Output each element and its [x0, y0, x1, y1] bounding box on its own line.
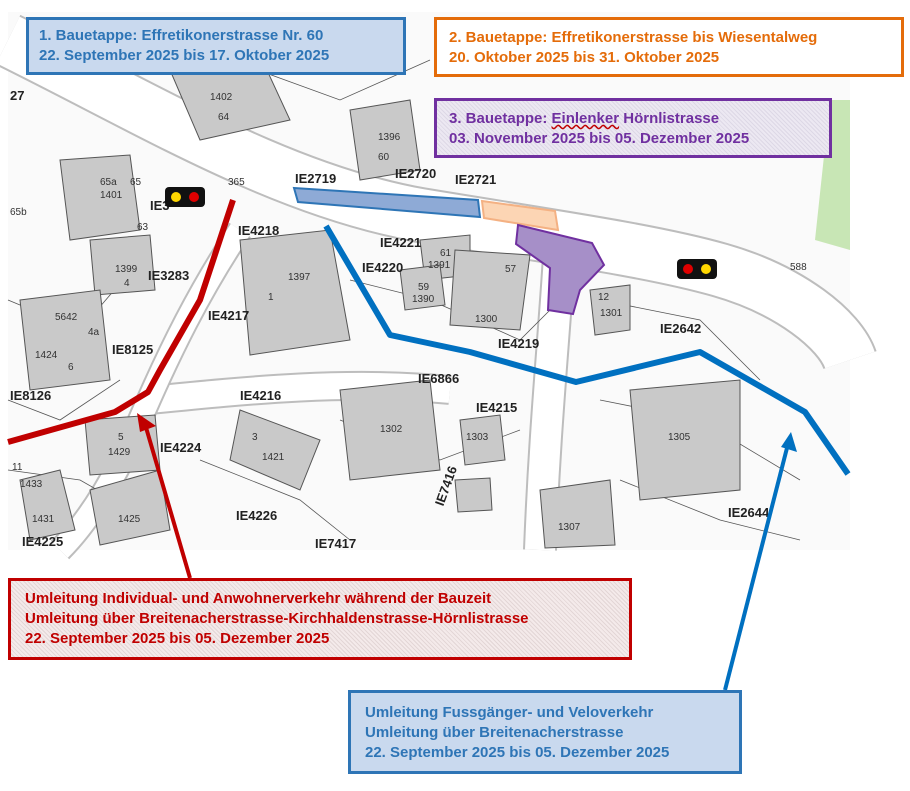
- label-11: 11: [12, 462, 23, 473]
- pedestrian-detour-arrowhead: [781, 432, 797, 452]
- pedestrian-detour-title: Umleitung Fussgänger- und Veloverkehr: [365, 704, 654, 721]
- label-1425: 1425: [118, 514, 141, 525]
- label-ie2644: IE2644: [728, 505, 770, 520]
- label-ie2720: IE2720: [395, 166, 436, 181]
- green-area: [815, 100, 850, 250]
- phase-1-label: 1. Bauetappe: Effretikonerstrasse Nr. 60…: [26, 17, 406, 75]
- label-ie4216: IE4216: [240, 388, 281, 403]
- label-4a: 4a: [88, 327, 100, 338]
- main-road-surface: [0, 16, 875, 371]
- vehicle-detour-title: Umleitung Individual- und Anwohnerverkeh…: [25, 590, 492, 607]
- label-588: 588: [790, 262, 807, 273]
- vehicle-detour-route: [7, 199, 236, 445]
- label-27: 27: [10, 88, 24, 103]
- phase-1-dates: 22. September 2025 bis 17. Oktober 2025: [39, 47, 330, 64]
- label-57: 57: [505, 264, 517, 275]
- label-ie4224: IE4224: [160, 440, 202, 455]
- phase-2-label: 2. Bauetappe: Effretikonerstrasse bis Wi…: [434, 17, 904, 77]
- label-60: 60: [378, 152, 390, 163]
- label-ie4217: IE4217: [208, 308, 249, 323]
- label-ie2721: IE2721: [455, 172, 496, 187]
- label-ie6866: IE6866: [418, 371, 459, 386]
- phase-1-area: [292, 186, 482, 219]
- label-1391: 1391: [428, 260, 451, 271]
- phase-2-title: 2. Bauetappe: Effretikonerstrasse bis Wi…: [449, 29, 818, 46]
- label-ie3283: IE3283: [148, 268, 189, 283]
- label-1429: 1429: [108, 447, 131, 458]
- label-1307: 1307: [558, 522, 581, 533]
- label-61: 61: [440, 248, 452, 259]
- pedestrian-detour-dates: 22. September 2025 bis 05. Dezember 2025: [365, 744, 670, 761]
- label-ie8126: IE8126: [10, 388, 51, 403]
- label-1401: 1401: [100, 190, 123, 201]
- label-5642: 5642: [55, 312, 78, 323]
- label-3: 3: [252, 432, 258, 443]
- phase-3-title-einlenker: Einlenker: [551, 110, 620, 127]
- vehicle-detour-label: Umleitung Individual- und Anwohnerverkeh…: [8, 578, 632, 660]
- label-1431: 1431: [32, 514, 55, 525]
- label-1433: 1433: [20, 479, 43, 490]
- label-1: 1: [268, 292, 274, 303]
- label-ie2642: IE2642: [660, 321, 701, 336]
- label-1302: 1302: [380, 424, 403, 435]
- label-4: 4: [124, 278, 130, 289]
- label-ie4225: IE4225: [22, 534, 63, 549]
- label-1305: 1305: [668, 432, 691, 443]
- label-59: 59: [418, 282, 430, 293]
- label-ie4215: IE4215: [476, 400, 517, 415]
- label-65: 65: [130, 177, 142, 188]
- label-ie3: IE3: [150, 198, 170, 213]
- label-63: 63: [137, 222, 149, 233]
- label-1424: 1424: [35, 350, 58, 361]
- pedestrian-detour-pointer: [723, 443, 790, 691]
- buildings: [19, 54, 741, 549]
- label-1402: 1402: [210, 92, 233, 103]
- label-64: 64: [218, 112, 230, 123]
- vehicle-detour-arrowhead: [137, 413, 156, 432]
- label-1399: 1399: [115, 264, 138, 275]
- label-1397: 1397: [288, 272, 311, 283]
- traffic-light-left: [165, 187, 205, 207]
- label-ie4221: IE4221: [380, 235, 421, 250]
- label-ie8125: IE8125: [112, 342, 153, 357]
- label-1390: 1390: [412, 294, 435, 305]
- label-6: 6: [68, 362, 74, 373]
- label-5: 5: [118, 432, 124, 443]
- label-ie2719: IE2719: [295, 171, 336, 186]
- label-1301: 1301: [600, 308, 623, 319]
- phase-3-title: 3. Bauetappe: Einlenker Hörnlistrasse: [449, 109, 817, 129]
- phase-3-title-suffix: Hörnlistrasse: [619, 110, 720, 127]
- label-12: 12: [598, 292, 610, 303]
- phase-2-area: [480, 199, 560, 232]
- vehicle-detour-pointer: [143, 423, 192, 579]
- label-ie4220: IE4220: [362, 260, 403, 275]
- label-1303: 1303: [466, 432, 489, 443]
- label-ie7417: IE7417: [315, 536, 356, 551]
- phase-1-title: 1. Bauetappe: Effretikonerstrasse Nr. 60: [39, 27, 324, 44]
- label-65a: 65a: [100, 177, 117, 188]
- label-1421: 1421: [262, 452, 285, 463]
- phase-3-label: 3. Bauetappe: Einlenker Hörnlistrasse 03…: [434, 98, 832, 158]
- pedestrian-detour-route-text: Umleitung über Breitenacherstrasse: [365, 724, 624, 741]
- label-1300: 1300: [475, 314, 498, 325]
- label-ie4219: IE4219: [498, 336, 539, 351]
- label-65b: 65b: [10, 207, 27, 218]
- pedestrian-detour-label: Umleitung Fussgänger- und Veloverkehr Um…: [348, 690, 742, 774]
- pedestrian-detour-route: [323, 224, 851, 476]
- label-365: 365: [228, 177, 245, 188]
- label-ie4218: IE4218: [238, 223, 279, 238]
- label-ie4226: IE4226: [236, 508, 277, 523]
- phase-3-title-prefix: 3. Bauetappe:: [449, 110, 552, 127]
- traffic-light-right: [677, 259, 717, 279]
- vehicle-detour-dates: 22. September 2025 bis 05. Dezember 2025: [25, 630, 330, 647]
- phase-2-dates: 20. Oktober 2025 bis 31. Oktober 2025: [449, 49, 720, 66]
- phase-3-area: [514, 223, 606, 316]
- phase-3-dates: 03. November 2025 bis 05. Dezember 2025: [449, 130, 750, 147]
- vehicle-detour-route-text: Umleitung über Breitenacherstrasse-Kirch…: [25, 610, 529, 627]
- label-1396: 1396: [378, 132, 401, 143]
